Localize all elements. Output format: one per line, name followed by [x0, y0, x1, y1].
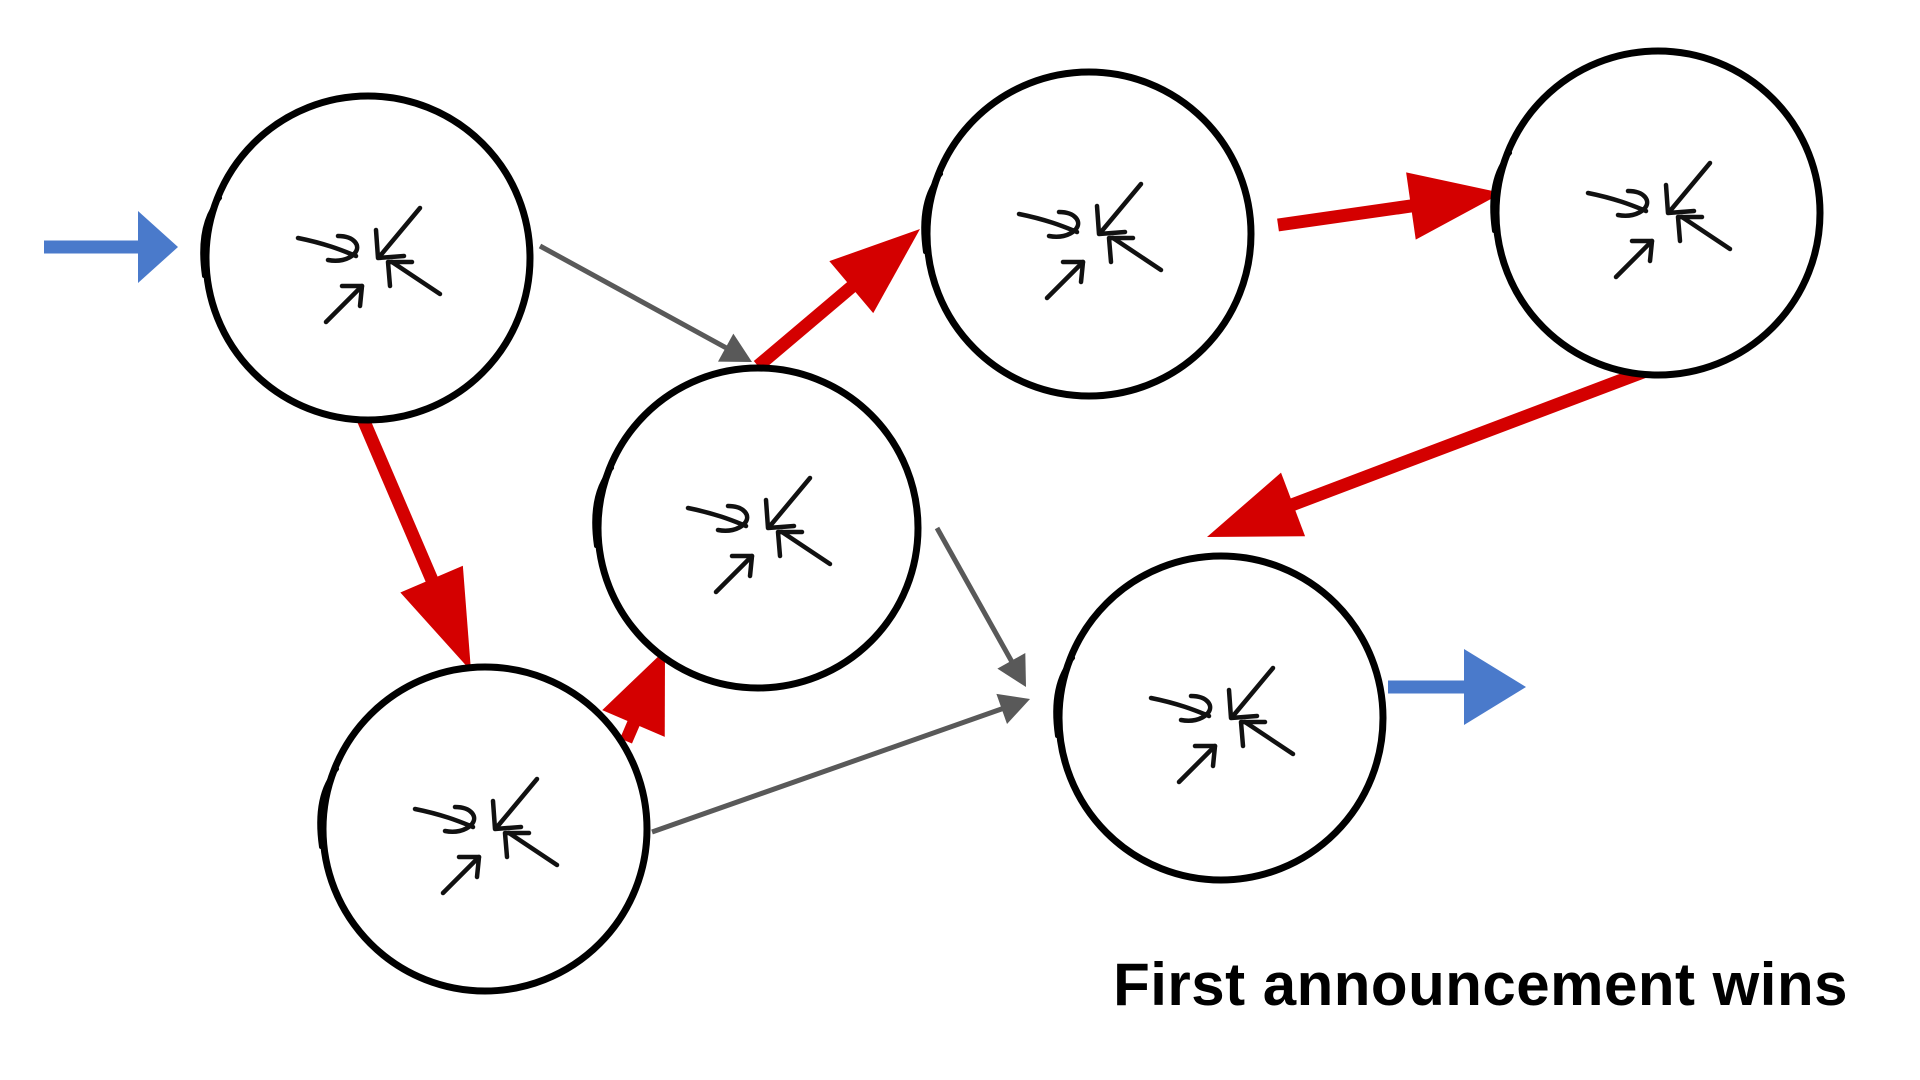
edge-n6-output	[1388, 649, 1526, 725]
edge-n5-n6	[1207, 348, 1691, 537]
arrowhead	[1464, 649, 1526, 725]
edge-input-n1	[44, 211, 178, 283]
arrowhead	[400, 565, 471, 671]
edge-line	[354, 409, 439, 584]
edge-n2-n3	[602, 650, 665, 744]
arrowhead	[829, 229, 920, 314]
node-sketch-stroke	[592, 466, 614, 548]
node-n5	[1490, 47, 1824, 379]
node-sketch-stroke	[1490, 151, 1512, 233]
node-sketch-stroke	[921, 172, 943, 254]
edge-line	[1288, 348, 1691, 512]
edge-line	[651, 705, 1005, 835]
edge-n3-n6	[934, 526, 1026, 687]
arrowhead	[997, 653, 1026, 687]
node-sketch-stroke	[1053, 656, 1075, 738]
edge-line	[620, 719, 641, 744]
node-n4	[921, 68, 1255, 400]
node-n2	[317, 663, 651, 995]
arrowhead	[718, 333, 752, 362]
edge-n1-n3	[538, 243, 752, 362]
arrowhead	[996, 693, 1030, 725]
node-n6	[1053, 552, 1387, 884]
arrowhead	[1406, 172, 1502, 240]
edge-line	[753, 280, 858, 371]
edge-line	[934, 526, 1015, 664]
node-sketch-stroke	[200, 196, 222, 278]
node-sketch-stroke	[317, 767, 339, 849]
edge-n4-n5	[1277, 172, 1502, 240]
node-circle	[319, 663, 651, 995]
node-circle	[202, 92, 534, 424]
edge-layer	[44, 172, 1691, 835]
node-n3	[592, 364, 922, 692]
node-circle	[1055, 552, 1387, 884]
edge-n3-n4	[753, 229, 920, 371]
edge-line	[1277, 199, 1414, 232]
node-layer	[200, 47, 1824, 995]
node-n1	[200, 92, 534, 424]
arrowhead	[1207, 472, 1306, 537]
node-circle	[1492, 47, 1824, 379]
arrowhead	[602, 650, 665, 737]
arrowhead	[138, 211, 178, 283]
diagram-caption: First announcement wins	[1113, 951, 1848, 1018]
node-circle	[594, 364, 922, 692]
node-circle	[923, 68, 1255, 400]
edge-line	[538, 243, 729, 351]
edge-n2-n6	[651, 693, 1030, 835]
edge-n1-n2	[354, 409, 471, 671]
